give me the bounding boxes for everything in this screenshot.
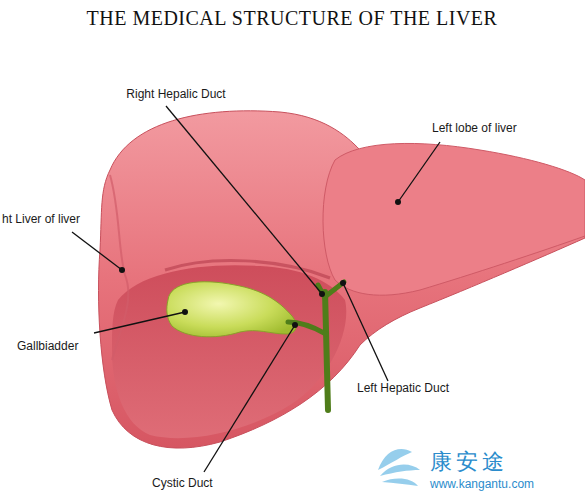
- leader-dot: [319, 291, 325, 297]
- part-label: Left Hepatic Duct: [357, 381, 449, 395]
- leader-line: [166, 106, 322, 294]
- left-lobe: [323, 143, 585, 295]
- part-label: ht Liver of liver: [2, 212, 80, 226]
- watermark: 康安途: [430, 449, 508, 475]
- gallbladder: [167, 282, 296, 337]
- hilum-shadow: [165, 261, 330, 278]
- leader-line: [94, 312, 185, 333]
- part-label: Cystic Duct: [152, 476, 213, 490]
- leader-line: [398, 142, 440, 202]
- leader-dot: [292, 322, 298, 328]
- leader-dot: [119, 267, 125, 273]
- part-label: Right Hepalic Duct: [126, 87, 225, 101]
- watermark-logo: [378, 449, 420, 486]
- leader-line: [204, 325, 295, 472]
- leader-line: [343, 283, 388, 381]
- common-duct: [325, 292, 328, 410]
- part-label: Gallbiadder: [17, 339, 78, 353]
- leader-dot: [395, 199, 401, 205]
- leader-dot: [182, 309, 188, 315]
- watermark-url: www.kangantu.com: [430, 477, 534, 491]
- right-hepatic-duct: [318, 285, 325, 298]
- liver-underside: [112, 265, 346, 438]
- leader-dot: [340, 280, 346, 286]
- part-label: Left lobe of liver: [432, 121, 517, 135]
- liver-body: [99, 111, 585, 448]
- leader-line: [72, 232, 122, 270]
- diagram-title: THE MEDICAL STRUCTURE OF THE LIVER: [87, 6, 498, 30]
